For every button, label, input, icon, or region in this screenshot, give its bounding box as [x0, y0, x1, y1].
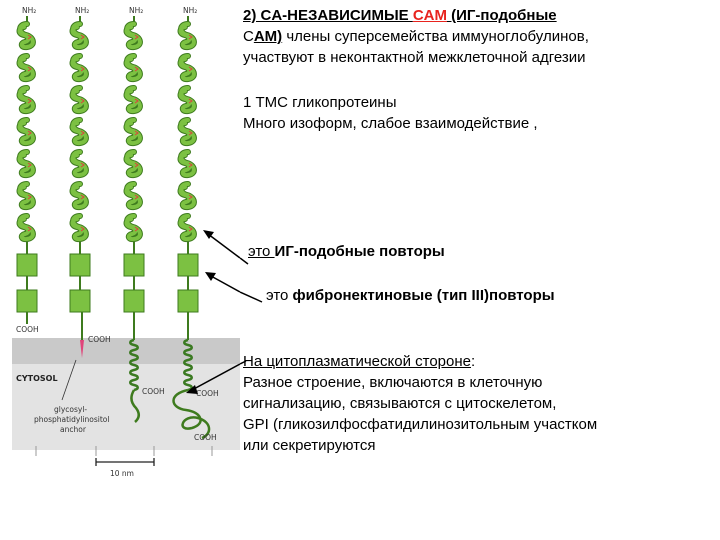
fn-b: фибронектиновые (тип	[292, 287, 472, 304]
tmc-line1: 1 ТМС гликопротеины	[243, 94, 397, 111]
title-cam: CAM	[412, 7, 447, 24]
cooh-label-1: COOH	[88, 335, 111, 344]
title-part2: (ИГ-подобные	[446, 7, 557, 24]
cyto-line4: или секретируются	[243, 437, 376, 454]
gpi-anchor	[80, 340, 84, 358]
arrow-cyto-head	[186, 385, 198, 394]
cyto-title: На цитоплазматической стороне:	[243, 352, 475, 371]
fn-domain-3-2	[177, 289, 199, 313]
nh2-label-2: NH₂	[129, 6, 143, 15]
line2-b: AM)	[253, 28, 283, 45]
arrow-ig-shaft	[207, 233, 240, 259]
cyto-title-text: На цитоплазматической стороне	[243, 353, 471, 370]
fn-a: это	[266, 287, 293, 304]
cyto-tail-1	[172, 388, 211, 440]
fn-domain-0-1	[16, 253, 38, 277]
title-line: 2) CA-НЕЗАВИСИМЫЕ CAM (ИГ-подобные	[243, 6, 557, 25]
title-part1: 2) CA-НЕЗАВИСИМЫЕ	[243, 7, 413, 24]
cyto-tail-0	[130, 389, 140, 423]
ig-repeats-label: это ИГ-подобные повторы	[248, 242, 445, 261]
tm-helix-1	[183, 338, 193, 392]
line2-a: C	[243, 28, 254, 45]
cyto-line2: сигнализацию, связываются с цитоскелетом…	[243, 395, 557, 412]
arrow-fn-head	[205, 272, 216, 281]
gpi-pointer-line	[61, 359, 77, 401]
gpi-anchor-label-line1: glycosyl-	[54, 405, 87, 414]
arrow-fn-shaft	[210, 275, 240, 293]
fn-domain-0-2	[16, 289, 38, 313]
nh2-label-1: NH₂	[75, 6, 89, 15]
cytosol-label: CYTOSOL	[16, 374, 58, 383]
gpi-anchor-label-line3: anchor	[60, 425, 87, 434]
fn-domain-3-1	[177, 253, 199, 277]
arrows-right	[240, 257, 263, 365]
cyto-colon: :	[471, 353, 476, 370]
fn-domain-1-2	[69, 289, 91, 313]
fn-d: )повторы	[484, 287, 555, 304]
fn-c: III	[471, 287, 485, 304]
fn-domain-2-2	[123, 289, 145, 313]
line2-c: члены суперсемейства иммуноглобулинов,	[282, 28, 589, 45]
arrow-cyto-shaft	[191, 363, 240, 391]
membrane-band	[12, 338, 240, 364]
fn-domain-2-1	[123, 253, 145, 277]
fn-repeats-label: это фибронектиновые (тип III)повторы	[266, 286, 555, 305]
scale-label: 10 nm	[110, 469, 134, 478]
nh2-label-3: NH₂	[183, 6, 197, 15]
cyto-line3: GPI (гликозилфосфатидилинозитольным учас…	[243, 416, 598, 433]
tm-helix-0	[129, 338, 139, 392]
cooh-label-2: COOH	[142, 387, 165, 396]
cooh-label-0: COOH	[16, 325, 39, 334]
cooh-label-4: COOH	[194, 433, 217, 442]
cytosol-region	[12, 364, 240, 450]
ig-a: это	[248, 243, 275, 260]
cyto-line1: Разное строение, включаются в клеточную	[243, 374, 543, 391]
desc-line2: CAM) члены суперсемейства иммуноглобулин…	[243, 27, 589, 46]
nh2-label-0: NH₂	[22, 6, 36, 15]
tmc-line2: Много изоформ, слабое взаимодействие ,	[243, 115, 538, 132]
desc-line3: участвуют в неконтактной межклеточной ад…	[243, 49, 586, 66]
molecules-group: NH₂ NH₂ NH₂ NH₂ COOH COOH COOH COOH COOH	[16, 6, 219, 456]
gpi-anchor-label-line2: phosphatidylinositol	[34, 415, 109, 424]
arrow-ig-head	[203, 230, 214, 239]
cam-figure: CYTOSOL NH₂ NH₂ NH₂ NH₂ COOH COOH COOH COOH COOH…	[12, 6, 240, 478]
cooh-label-3: COOH	[196, 389, 219, 398]
ig-b: ИГ-подобные повторы	[274, 243, 445, 260]
fn-domain-1-1	[69, 253, 91, 277]
